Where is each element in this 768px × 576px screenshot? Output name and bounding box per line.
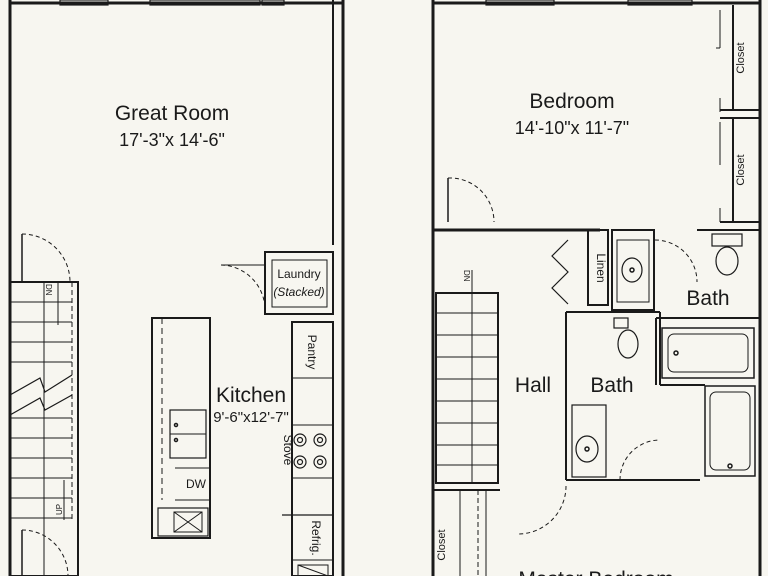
window-bedroom-right	[627, 0, 693, 6]
kitchen-label: Kitchen	[216, 384, 286, 407]
closets-right	[716, 5, 760, 223]
closet-label-1: Closet	[735, 42, 747, 73]
great-room-label: Great Room	[115, 102, 229, 125]
dishwasher-label: DW	[186, 477, 207, 491]
closet-label-2: Closet	[735, 154, 747, 185]
stair-right-down-label: DN	[462, 270, 471, 282]
pantry-label: Pantry	[305, 335, 319, 370]
bathtub-upper	[661, 327, 755, 379]
window-bedroom-left	[485, 0, 555, 6]
laundry-label: Laundry	[277, 267, 320, 281]
window-top-right	[261, 0, 285, 6]
bath-center	[517, 311, 705, 535]
stove-label: Stove	[281, 435, 295, 466]
kitchen-island	[151, 317, 211, 539]
bathtub-lower	[704, 385, 756, 477]
right-unit-walls	[431, 0, 762, 576]
master-bedroom-label: Master Bedroom	[518, 568, 673, 576]
bath-center-label: Bath	[590, 374, 633, 397]
kitchen-dims: 9'-6"x12'-7"	[213, 409, 289, 426]
laundry-note: (Stacked)	[273, 285, 324, 299]
stair-left	[9, 281, 79, 576]
refrig-label: Refrig.	[309, 520, 323, 555]
closet-label-3: Closet	[436, 529, 448, 560]
laundry-closet	[264, 251, 334, 315]
window-top-mid	[149, 0, 261, 6]
bedroom-label: Bedroom	[529, 90, 614, 113]
stair-left-down-label: DN	[44, 284, 53, 296]
kitchen-counter	[282, 321, 334, 576]
linen-closet	[587, 229, 609, 306]
stove-burners	[293, 433, 327, 469]
bedroom-dims: 14'-10"x 11'-7"	[515, 118, 629, 138]
great-room-dims: 17'-3"x 14'-6"	[119, 130, 225, 150]
linen-label: Linen	[594, 253, 608, 282]
bath-upper	[611, 229, 760, 385]
stair-right	[435, 270, 499, 484]
bath-right-label: Bath	[686, 287, 729, 310]
stair-left-up-label: UP	[55, 504, 64, 515]
window-top-left	[59, 0, 109, 6]
hall-label: Hall	[515, 374, 551, 397]
